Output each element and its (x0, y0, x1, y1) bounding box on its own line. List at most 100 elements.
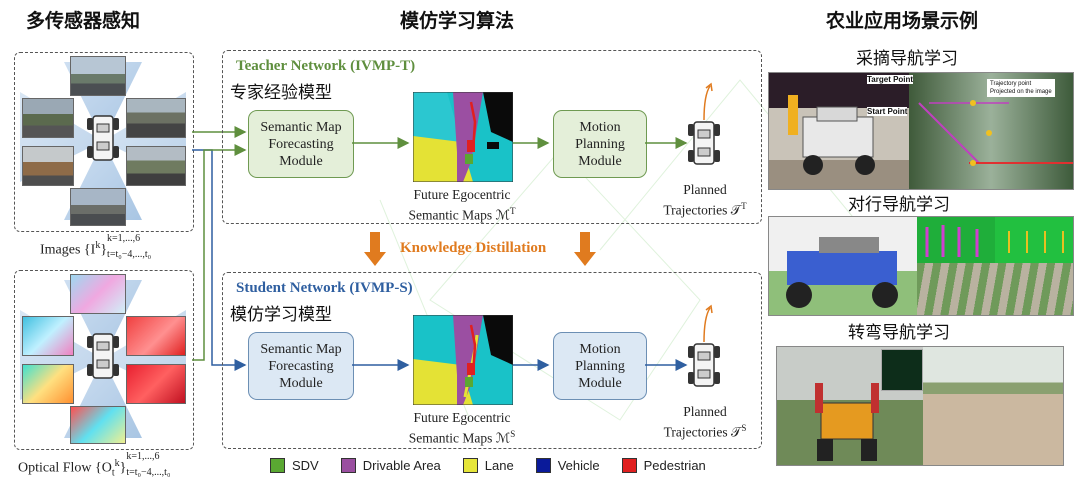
scenario-turning-photo (776, 346, 1064, 466)
picking-robot-graphic (788, 95, 875, 175)
flow-front-image (70, 274, 126, 314)
camera-front-image (70, 56, 126, 96)
turning-robot-graphic (815, 383, 879, 461)
title-multi-sensor: 多传感器感知 (26, 10, 141, 32)
robot-top-view-icon (87, 115, 119, 161)
flow-sup: k=1,...,6 (126, 451, 160, 463)
semantic-legend: SDV Drivable Area Lane Vehicle Pedestrian (270, 458, 728, 473)
camera-back-left-image (22, 146, 74, 186)
student-planned-robot-icon (688, 304, 720, 387)
teacher-flow-arrows (352, 137, 688, 149)
start-point-label: Start Point (867, 107, 908, 116)
distillation-arrow-left-icon (364, 232, 386, 266)
legend-label: Lane (484, 458, 514, 473)
row-semantic-image-1 (917, 217, 995, 263)
images-sup: k=1,...,6 (107, 233, 141, 245)
images-sup-k: k (95, 240, 101, 251)
camera-front-left-image (22, 98, 74, 138)
flow-sup-k: k (114, 458, 120, 469)
teacher-traj-line2: Trajectories 𝒯 (663, 202, 742, 218)
images-sub: t=t₀−4,...,t₀ (107, 249, 152, 261)
student-maps-caption-line1: Future Egocentric (413, 410, 511, 425)
teacher-traj-sup: T (741, 201, 747, 211)
distillation-arrow-right-icon (574, 232, 596, 266)
student-semantic-map-forecasting-module: Semantic Map Forecasting Module (248, 332, 354, 400)
teacher-maps-caption-line1: Future Egocentric (413, 187, 511, 202)
student-semantic-map (413, 315, 513, 405)
images-label: Images {Ik} k=1,...,6 t=t₀−4,...,t₀ (40, 233, 177, 261)
flow-label-text: Optical Flow {O (18, 460, 112, 476)
legend-item-lane: Lane (462, 458, 514, 473)
student-network-panel (222, 272, 762, 449)
student-traj-line2: Trajectories 𝒯 (663, 424, 742, 440)
student-traj-line1: Planned (683, 404, 727, 419)
teacher-cn-label: 专家经验模型 (230, 83, 332, 103)
optical-flow-label: Optical Flow {Otk} k=1,...,6 t=t₀−4,...,… (18, 451, 196, 479)
legend-label: Drivable Area (362, 458, 441, 473)
teacher-network-panel (222, 50, 762, 224)
legend-item-vehicle: Vehicle (535, 458, 600, 473)
scenario-picking-photo: Target Point Start Point Trajectory poin… (768, 72, 1074, 190)
trajectory-legend: Trajectory point Projected on the image (987, 79, 1055, 97)
legend-label: Vehicle (557, 458, 600, 473)
title-imitation-learning: 模仿学习算法 (400, 10, 515, 32)
flow-front-right-image (126, 316, 186, 356)
turning-field-photo (923, 347, 1063, 465)
row-semantic-marks (925, 225, 1064, 257)
student-traj-sup: S (741, 423, 747, 433)
student-cn-label: 模仿学习模型 (230, 305, 332, 325)
camera-front-right-image (126, 98, 186, 138)
student-network-title: Student Network (IVMP-S) (236, 280, 413, 296)
target-point-label: Target Point (867, 75, 914, 84)
flow-sub: t=t₀−4,...,t₀ (126, 467, 171, 479)
images-panel (14, 52, 194, 232)
student-motion-planning-module: Motion Planning Module (553, 332, 647, 400)
scenario-row-following-photo (768, 216, 1074, 316)
legend-label: SDV (292, 458, 319, 473)
turning-inset-map (881, 349, 923, 391)
input-connectors (192, 126, 247, 371)
teacher-network-title: Teacher Network (IVMP-T) (236, 58, 416, 74)
images-close-brace: } (100, 242, 108, 258)
row-robot-graphic (786, 237, 898, 308)
student-maps-caption: Future Egocentric Semantic Maps ℳS (392, 410, 532, 447)
scenario-title-picking: 采摘导航学习 (856, 49, 958, 69)
student-flow-arrows (352, 359, 688, 371)
student-trajectories-caption: Planned Trajectories 𝒯S (655, 404, 755, 441)
trajectory-legend-line2: Projected on the image (990, 89, 1052, 95)
flow-sub-t: t (111, 467, 115, 479)
legend-swatch (535, 458, 551, 473)
legend-item-sdv: SDV (270, 458, 319, 473)
camera-back-right-image (126, 146, 186, 186)
student-maps-sup: S (510, 429, 516, 439)
row-field-photo (917, 263, 1073, 315)
trajectory-legend-line1: Trajectory point (990, 81, 1032, 87)
flow-back-right-image (126, 364, 186, 404)
teacher-motion-planning-module: Motion Planning Module (553, 110, 647, 178)
teacher-trajectories-caption: Planned Trajectories 𝒯T (655, 182, 755, 219)
teacher-planned-robot-icon (688, 82, 720, 165)
legend-label: Pedestrian (643, 458, 706, 473)
trajectory-overlay (918, 100, 1073, 166)
flow-front-left-image (22, 316, 74, 356)
teacher-semantic-map (413, 92, 513, 182)
student-maps-caption-line2: Semantic Maps ℳ (408, 430, 511, 446)
scenario-title-row-following: 对行导航学习 (848, 195, 950, 215)
teacher-maps-caption: Future Egocentric Semantic Maps ℳT (392, 187, 532, 224)
legend-item-drivable-area: Drivable Area (340, 458, 441, 473)
title-agri-scenarios: 农业应用场景示例 (826, 10, 979, 32)
robot-top-view-icon (87, 333, 119, 379)
teacher-semantic-map-forecasting-module: Semantic Map Forecasting Module (248, 110, 354, 178)
teacher-maps-caption-line2: Semantic Maps ℳ (408, 207, 510, 223)
teacher-maps-sup: T (509, 206, 516, 216)
legend-swatch (270, 458, 285, 473)
camera-back-image (70, 188, 126, 226)
images-label-text: Images {I (40, 242, 96, 258)
flow-close-brace: } (119, 460, 127, 476)
legend-item-pedestrian: Pedestrian (621, 458, 706, 473)
legend-swatch (621, 458, 637, 473)
scenario-title-turning: 转弯导航学习 (848, 323, 950, 343)
flow-back-left-image (22, 364, 74, 404)
legend-swatch (340, 458, 356, 473)
knowledge-distillation-label: Knowledge Distillation (400, 240, 547, 256)
